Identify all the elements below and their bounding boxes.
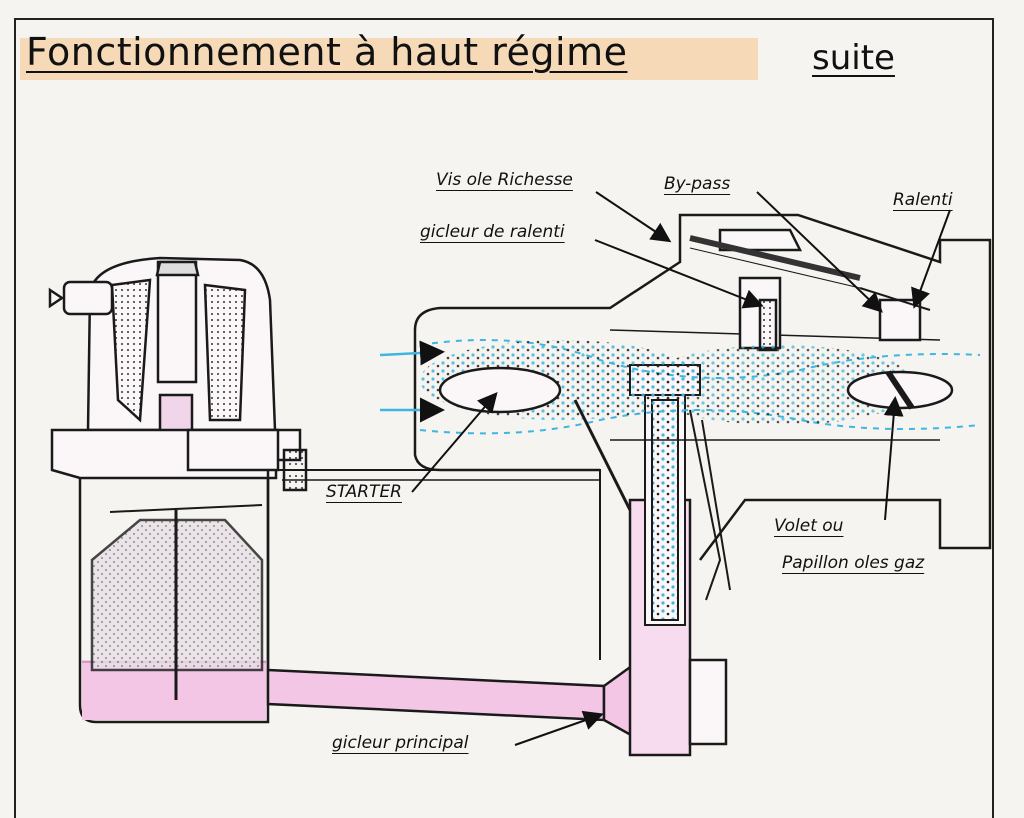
pointer-lines bbox=[411, 191, 951, 746]
starter-valve bbox=[438, 366, 562, 414]
fuel-filter bbox=[48, 256, 308, 492]
richesse-screw bbox=[689, 235, 861, 281]
label-gicleur-ralenti: gicleur de ralenti bbox=[420, 222, 565, 242]
page-frame bbox=[14, 18, 994, 818]
label-ralenti: Ralenti bbox=[893, 190, 953, 210]
starter-rod bbox=[573, 399, 632, 511]
label-papillon: Papillon oles gaz bbox=[782, 553, 925, 573]
float-chamber bbox=[78, 460, 270, 724]
label-gicleur-principal: gicleur principal bbox=[332, 733, 469, 753]
fuel-inlet bbox=[62, 280, 114, 316]
label-volet: Volet ou bbox=[774, 516, 844, 536]
title-highlight bbox=[20, 38, 758, 80]
throttle-butterfly bbox=[846, 370, 954, 410]
label-by-pass: By-pass bbox=[664, 174, 731, 194]
page-title: Fonctionnement à haut régime bbox=[26, 30, 628, 74]
label-vis-richesse: Vis ole Richesse bbox=[436, 170, 573, 190]
label-starter: STARTER bbox=[326, 482, 402, 502]
page-subtitle: suite bbox=[812, 38, 895, 78]
